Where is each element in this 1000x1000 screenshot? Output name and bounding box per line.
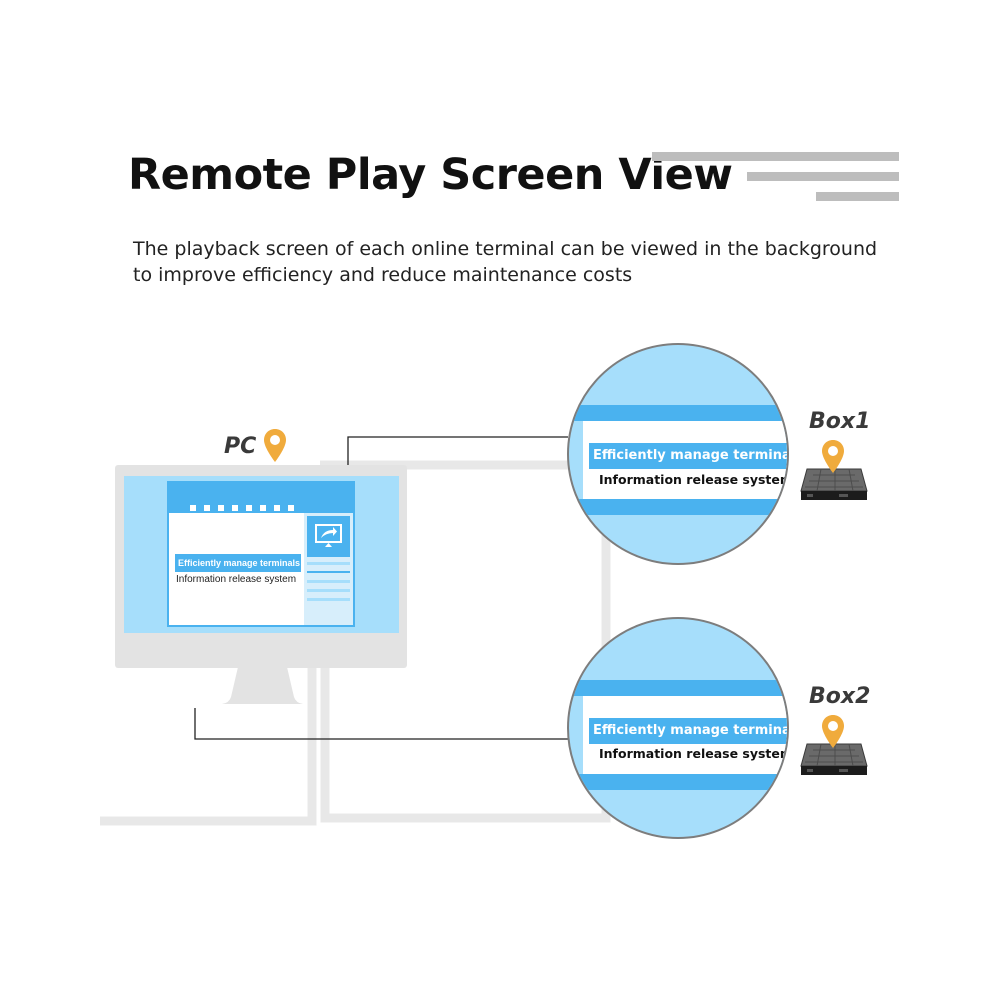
titlebar-dot xyxy=(190,505,196,511)
connector-box2 xyxy=(194,708,568,740)
connector-lines xyxy=(194,436,568,740)
box2-label: Box2 xyxy=(809,684,871,709)
media-box-icon xyxy=(800,743,868,775)
location-pin-icon xyxy=(264,429,286,462)
side-panel-line xyxy=(307,589,350,592)
side-panel-line xyxy=(307,562,350,565)
page-title: Remote Play Screen View xyxy=(128,150,733,200)
titlebar-dot xyxy=(232,505,238,511)
titlebar-dot xyxy=(288,505,294,511)
decorative-bar-1 xyxy=(652,152,899,161)
subtitle-line-1: The playback screen of each online termi… xyxy=(133,238,878,260)
side-panel-line xyxy=(307,580,350,583)
pc-screen-button: Efficiently manage terminals xyxy=(175,554,301,572)
page-subtitle: The playback screen of each online termi… xyxy=(133,236,893,288)
titlebar-dot xyxy=(260,505,266,511)
decorative-bar-2 xyxy=(747,172,899,181)
media-box-icon xyxy=(800,468,868,500)
box2-screen-text: Information release system xyxy=(599,746,789,761)
titlebar-dot xyxy=(218,505,224,511)
location-pin-icon xyxy=(822,440,844,473)
subtitle-line-2: to improve efficiency and reduce mainten… xyxy=(133,264,633,286)
box1-screen-text: Information release system xyxy=(599,472,789,487)
box2-band-top xyxy=(569,680,787,696)
box1-zoom-circle: Efficiently manage terminals Information… xyxy=(567,343,789,565)
box1-label: Box1 xyxy=(809,409,871,434)
titlebar-dot xyxy=(274,505,280,511)
connector-box1 xyxy=(347,436,568,466)
location-pin-icon xyxy=(822,715,844,748)
decorative-bar-3 xyxy=(816,192,899,201)
box1-band-top xyxy=(569,405,787,421)
monitor-stand xyxy=(222,667,303,704)
pc-label: PC xyxy=(224,434,257,459)
box1-screen-button: Efficiently manage terminals xyxy=(589,443,787,469)
titlebar-dot xyxy=(246,505,252,511)
box2-screen-button: Efficiently manage terminals xyxy=(589,718,787,744)
box2-zoom-circle: Efficiently manage terminals Information… xyxy=(567,617,789,839)
titlebar-dot xyxy=(204,505,210,511)
box2-band-bottom xyxy=(569,774,787,790)
side-panel-line xyxy=(307,571,350,573)
side-panel-line xyxy=(307,598,350,601)
pc-screen-text: Information release system xyxy=(176,574,297,585)
share-screen-icon xyxy=(307,516,350,557)
box1-band-bottom xyxy=(569,499,787,515)
